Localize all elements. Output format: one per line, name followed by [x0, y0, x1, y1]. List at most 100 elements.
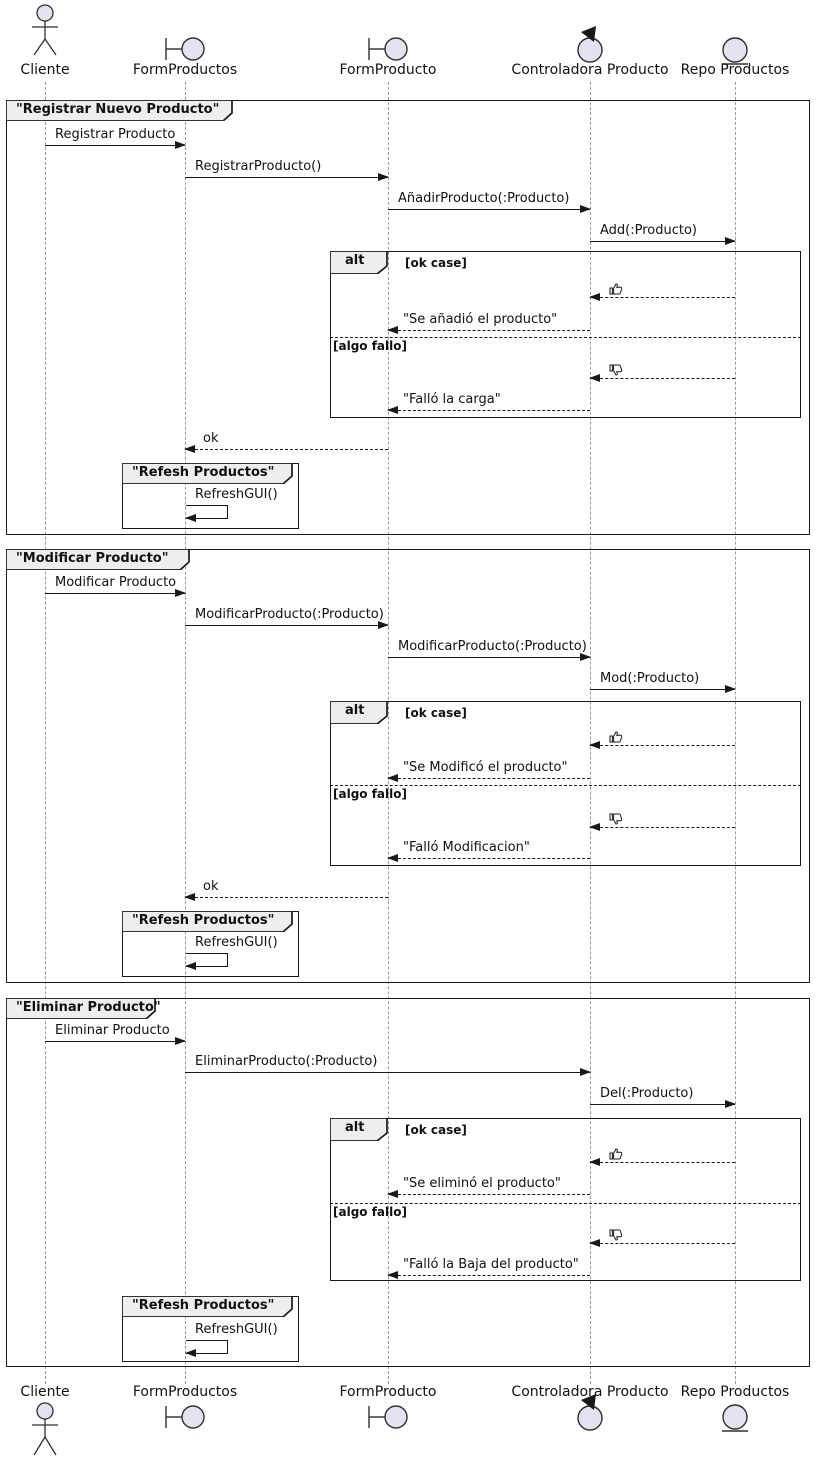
- guard-ok-case: [ok case]: [405, 1123, 467, 1137]
- guard-ok-case: [ok case]: [405, 706, 467, 720]
- msg-mod-arrow: [590, 685, 736, 693]
- lifeline-formproducto: [388, 82, 389, 1384]
- alt-label: alt: [345, 703, 365, 718]
- msg-result-fail-arrow: [589, 1239, 735, 1247]
- refesh-title-tab: "Refesh Productos": [122, 911, 293, 932]
- lifeline-repo-productos: [735, 82, 736, 1384]
- msg-modificarproducto-arrow: [185, 621, 389, 629]
- lifeline-controladora-producto: [590, 82, 591, 1384]
- arrowhead-icon: [175, 589, 186, 597]
- arrowhead-icon: [175, 141, 186, 149]
- arrowhead-icon: [387, 1271, 398, 1279]
- alt-divider: [330, 785, 801, 786]
- participant-label-cliente: Cliente: [20, 1384, 70, 1400]
- msg-del-arrow: [590, 1100, 736, 1108]
- thumbs-up-icon: [609, 731, 623, 743]
- lifeline-cliente: [45, 82, 46, 1384]
- alt-tab: alt: [330, 1118, 388, 1141]
- msg-modificarproducto2-arrow: [388, 653, 591, 661]
- msg-fail-reply-arrow: [387, 854, 590, 862]
- actor-icon: [32, 1402, 58, 1456]
- msg-eliminarproducto-arrow: [185, 1068, 591, 1076]
- self-msg-return: [185, 514, 228, 522]
- msg-registrar-producto-arrow: [45, 141, 186, 149]
- msg-result-ok-arrow: [589, 293, 735, 301]
- self-msg-return: [185, 962, 228, 970]
- arrowhead-icon: [725, 237, 736, 245]
- msg-eliminar-producto-arrow: [45, 1037, 186, 1045]
- arrowhead-icon: [589, 293, 600, 301]
- alt-fragment: [330, 251, 801, 418]
- arrowhead-icon: [378, 621, 389, 629]
- arrowhead-icon: [580, 1068, 591, 1076]
- msg-fail-reply-arrow: [387, 1271, 590, 1279]
- self-msg-line: [227, 505, 229, 518]
- msg-modificar-producto-label: Modificar Producto: [55, 575, 177, 590]
- arrowhead-icon: [184, 893, 195, 901]
- arrowhead-icon: [725, 685, 736, 693]
- participant-label-controladora: Controladora Producto: [511, 1384, 669, 1400]
- participant-label-formproductos: FormProductos: [132, 1384, 238, 1400]
- frame-modificar-title-tab: "Modificar Producto": [6, 549, 190, 570]
- msg-anadirproducto-arrow: [388, 205, 591, 213]
- alt-fragment: [330, 701, 801, 866]
- boundary-icon: [368, 1405, 408, 1429]
- msg-ok-reply-label: "Se eliminó el producto": [403, 1176, 561, 1191]
- thumbs-down-icon: [609, 1229, 623, 1241]
- arrowhead-icon: [387, 406, 398, 414]
- entity-icon: [722, 1404, 748, 1432]
- msg-registrar-producto-label: Registrar Producto: [55, 127, 176, 142]
- arrowhead-icon: [175, 1037, 186, 1045]
- self-msg-line: [186, 953, 228, 955]
- msg-ok-return-arrow: [184, 445, 388, 453]
- participant-label-formproductos: FormProductos: [132, 62, 238, 78]
- refesh-title: "Refesh Productos": [132, 913, 275, 928]
- refesh-title-tab: "Refesh Productos": [122, 463, 293, 484]
- arrowhead-icon: [580, 205, 591, 213]
- frame-registrar-nuevo-producto: [6, 100, 810, 535]
- participant-icons-footer: [32, 1394, 748, 1456]
- boundary-icon: [368, 37, 408, 61]
- msg-ok-return-arrow: [184, 893, 388, 901]
- msg-modificarproducto-label: ModificarProducto(:Producto): [195, 607, 384, 622]
- arrowhead-icon: [387, 326, 398, 334]
- entity-icon: [722, 37, 748, 65]
- msg-refreshgui-label: RefreshGUI(): [195, 1322, 278, 1337]
- control-icon: [577, 1394, 603, 1431]
- participant-label-formproducto: FormProducto: [339, 62, 437, 78]
- msg-mod-label: Mod(:Producto): [600, 671, 700, 686]
- self-msg-line: [186, 505, 228, 507]
- alt-divider: [330, 1203, 801, 1204]
- refesh-title-tab: "Refesh Productos": [122, 1296, 293, 1317]
- msg-ok-return-label: ok: [203, 431, 219, 446]
- frame-title: "Modificar Producto": [16, 551, 169, 566]
- lifeline-formproductos: [185, 82, 186, 1384]
- msg-ok-reply-arrow: [387, 774, 590, 782]
- arrowhead-icon: [387, 1190, 398, 1198]
- thumbs-up-icon: [609, 283, 623, 295]
- arrowhead-icon: [185, 962, 196, 970]
- participant-label-repo: Repo Productos: [680, 1384, 790, 1400]
- boundary-icon: [165, 1405, 205, 1429]
- msg-ok-reply-label: "Se Modificó el producto": [403, 760, 568, 775]
- frame-title: "Registrar Nuevo Producto": [16, 102, 220, 117]
- guard-ok-case: [ok case]: [405, 256, 467, 270]
- msg-add-arrow: [590, 237, 736, 245]
- msg-result-ok-arrow: [589, 1158, 735, 1166]
- participant-label-formproducto: FormProducto: [339, 1384, 437, 1400]
- arrowhead-icon: [725, 1100, 736, 1108]
- msg-del-label: Del(:Producto): [600, 1086, 694, 1101]
- arrowhead-icon: [589, 1158, 600, 1166]
- participant-label-cliente: Cliente: [20, 62, 70, 78]
- arrowhead-icon: [589, 1239, 600, 1247]
- arrowhead-icon: [185, 514, 196, 522]
- actor-icon: [32, 4, 58, 56]
- msg-ok-reply-arrow: [387, 326, 590, 334]
- alt-label: alt: [345, 253, 365, 268]
- thumbs-up-icon: [609, 1148, 623, 1160]
- arrowhead-icon: [387, 774, 398, 782]
- self-msg-return: [185, 1349, 228, 1357]
- arrowhead-icon: [387, 854, 398, 862]
- alt-label: alt: [345, 1120, 365, 1135]
- participant-label-repo: Repo Productos: [680, 62, 790, 78]
